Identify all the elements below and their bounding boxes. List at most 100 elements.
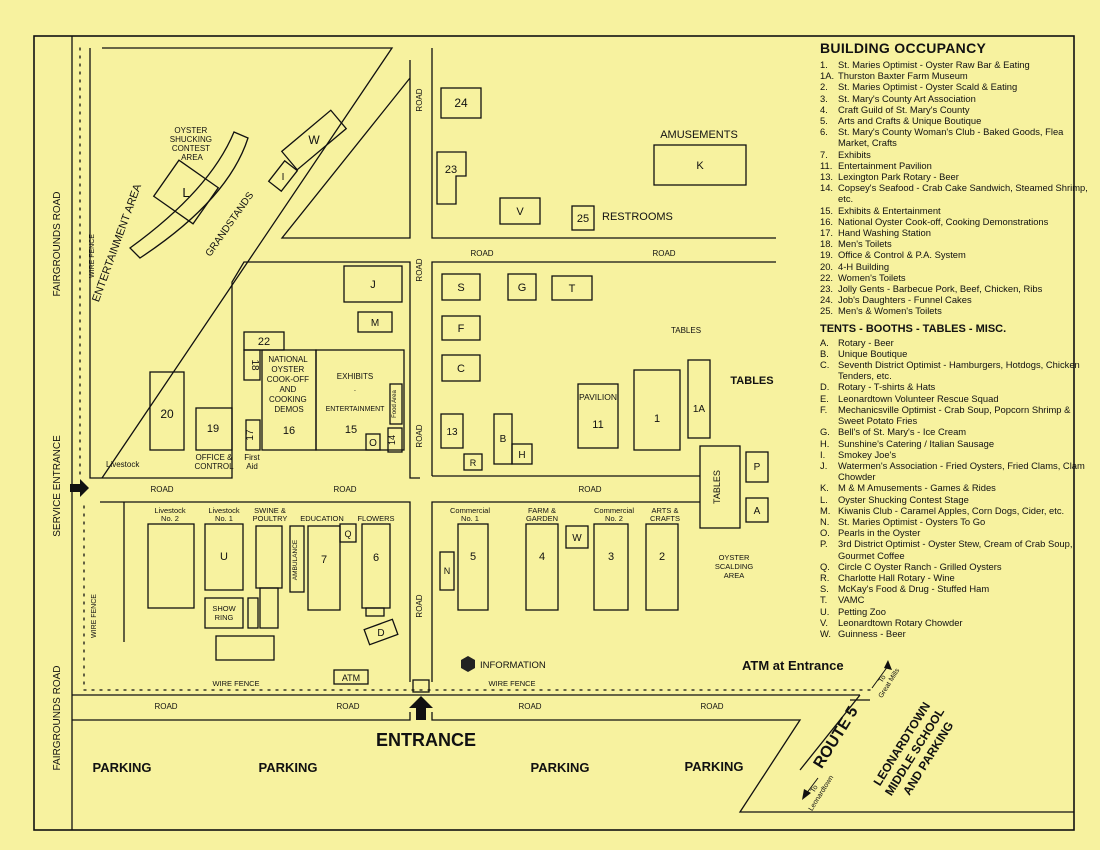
item-text: Guinness - Beer xyxy=(838,627,906,639)
item-text: Watermen's Association - Fried Oysters, … xyxy=(838,459,1085,483)
item-text: St. Mary's County Art Association xyxy=(838,92,976,104)
item-key: V. xyxy=(820,616,828,628)
service-entrance-arrow xyxy=(70,479,89,497)
item-key: 23. xyxy=(820,283,834,295)
building-23: 23 xyxy=(436,151,467,205)
legend-panel: BUILDING OCCUPANCY 1.St. Maries Optimist… xyxy=(818,40,1088,639)
svg-text:·: · xyxy=(354,386,357,395)
building-6: 6 xyxy=(361,523,391,609)
building-20: 20 xyxy=(149,371,185,451)
list-item: 3.St. Mary's County Art Association xyxy=(818,93,1088,104)
building-11: 11 xyxy=(577,383,619,449)
building-k: K xyxy=(653,144,747,186)
svg-text:18: 18 xyxy=(249,359,260,371)
item-key: 24. xyxy=(820,294,834,306)
farm-garden-label: FARM &GARDEN xyxy=(526,506,558,523)
svg-text:P: P xyxy=(754,462,761,473)
item-key: A. xyxy=(820,336,829,348)
entrance-label: ENTRANCE xyxy=(376,730,476,750)
svg-text:R: R xyxy=(470,458,477,468)
building-u: U xyxy=(204,523,244,591)
item-key: K. xyxy=(820,482,829,494)
building-l: L xyxy=(152,159,220,225)
item-key: 18. xyxy=(820,238,834,250)
list-item: 15.Exhibits & Entertainment xyxy=(818,205,1088,216)
item-text: Women's Toilets xyxy=(838,271,906,283)
item-key: 13. xyxy=(820,171,834,183)
tents-title: TENTS - BOOTHS - TABLES - MISC. xyxy=(820,322,1007,335)
tables-box: TABLES xyxy=(699,445,741,529)
road-label: ROAD xyxy=(415,258,424,281)
list-item: P.3rd District Optimist - Oyster Stew, C… xyxy=(818,538,1088,560)
building-livestock2 xyxy=(147,523,195,609)
svg-text:TABLES: TABLES xyxy=(712,470,722,504)
item-text: Oyster Shucking Contest Stage xyxy=(838,493,969,505)
building-1a: 1A xyxy=(687,359,711,439)
wire-fence-label: WIRE FENCE xyxy=(488,679,535,688)
road-edge xyxy=(89,48,420,479)
route5-label: ROUTE 5 xyxy=(811,704,862,772)
building-p: P xyxy=(745,451,769,483)
item-text: St. Maries Optimist - Oyster Raw Bar & E… xyxy=(838,59,1030,70)
list-item: 1.St. Maries Optimist - Oyster Raw Bar &… xyxy=(818,59,1088,70)
list-item: B.Unique Boutique xyxy=(818,348,1088,359)
svg-text:11: 11 xyxy=(592,419,603,431)
svg-text:20: 20 xyxy=(160,407,174,421)
svg-text:14: 14 xyxy=(387,435,397,445)
education-label: EDUCATION xyxy=(300,514,344,523)
to-great-mills: ToGreat Mills xyxy=(871,660,902,699)
list-item: A.Rotary - Beer xyxy=(818,337,1088,348)
svg-text:V: V xyxy=(516,206,524,218)
item-key: I. xyxy=(820,448,826,460)
amusements-label: AMUSEMENTS xyxy=(660,129,738,141)
building-s: S xyxy=(441,273,481,301)
list-item: 17.Hand Washing Station xyxy=(818,227,1088,238)
item-text: National Oyster Cook-off, Cooking Demons… xyxy=(838,215,1049,227)
entrance-arrow-icon xyxy=(409,696,433,720)
item-text: M & M Amusements - Games & Rides xyxy=(838,482,996,494)
building-a: A xyxy=(745,497,769,523)
svg-text:F: F xyxy=(458,323,465,335)
item-key: 20. xyxy=(820,260,834,272)
svg-text:NATIONAL OYSTER CO: NATIONAL OYSTER COOK-OFF AND COOKING DEM… xyxy=(267,355,311,414)
building-17: 17 xyxy=(245,419,261,451)
item-text: 4-H Building xyxy=(838,260,890,272)
svg-text:Food Area: Food Area xyxy=(392,389,398,417)
item-text: Unique Boutique xyxy=(838,347,908,359)
svg-text:16: 16 xyxy=(283,425,295,437)
item-key: F. xyxy=(820,403,828,415)
list-item: 23.Jolly Gents - Barbecue Pork, Beef, Ch… xyxy=(818,283,1088,294)
svg-text:S: S xyxy=(457,282,464,294)
list-item: 19.Office & Control & P.A. System xyxy=(818,249,1088,260)
building-occupancy-list: 1.St. Maries Optimist - Oyster Raw Bar &… xyxy=(818,59,1088,317)
list-item: 24.Job's Daughters - Funnel Cakes xyxy=(818,294,1088,305)
svg-text:6: 6 xyxy=(373,552,379,564)
item-key: M. xyxy=(820,504,831,516)
svg-text:ENTERTAINMENT: ENTERTAINMENT xyxy=(326,406,386,413)
item-key: 4. xyxy=(820,103,828,115)
building-25: 25 xyxy=(571,205,595,231)
list-item: D.Rotary - T-shirts & Hats xyxy=(818,381,1088,392)
building-7: 7 xyxy=(307,525,341,611)
building-2: 2 xyxy=(645,523,679,611)
list-item: C.Seventh District Optimist - Hamburgers… xyxy=(818,359,1088,381)
road-label: ROAD xyxy=(415,594,424,617)
road-label: ROAD xyxy=(700,702,723,711)
item-text: Exhibits & Entertainment xyxy=(838,204,941,216)
building-n: N xyxy=(439,551,455,591)
item-key: 1A. xyxy=(820,70,835,82)
building-q: Q xyxy=(339,523,357,543)
arts-crafts-label: ARTS &CRAFTS xyxy=(650,506,680,523)
item-text: Leonardtown Rotary Chowder xyxy=(838,616,963,628)
road-label: ROAD xyxy=(415,88,424,111)
parking-label: PARKING xyxy=(685,759,744,774)
building-18: 18 xyxy=(243,349,261,381)
road-edge xyxy=(431,501,700,682)
item-key: 25. xyxy=(820,305,834,317)
item-key: P. xyxy=(820,538,828,550)
svg-text:5: 5 xyxy=(470,551,476,563)
